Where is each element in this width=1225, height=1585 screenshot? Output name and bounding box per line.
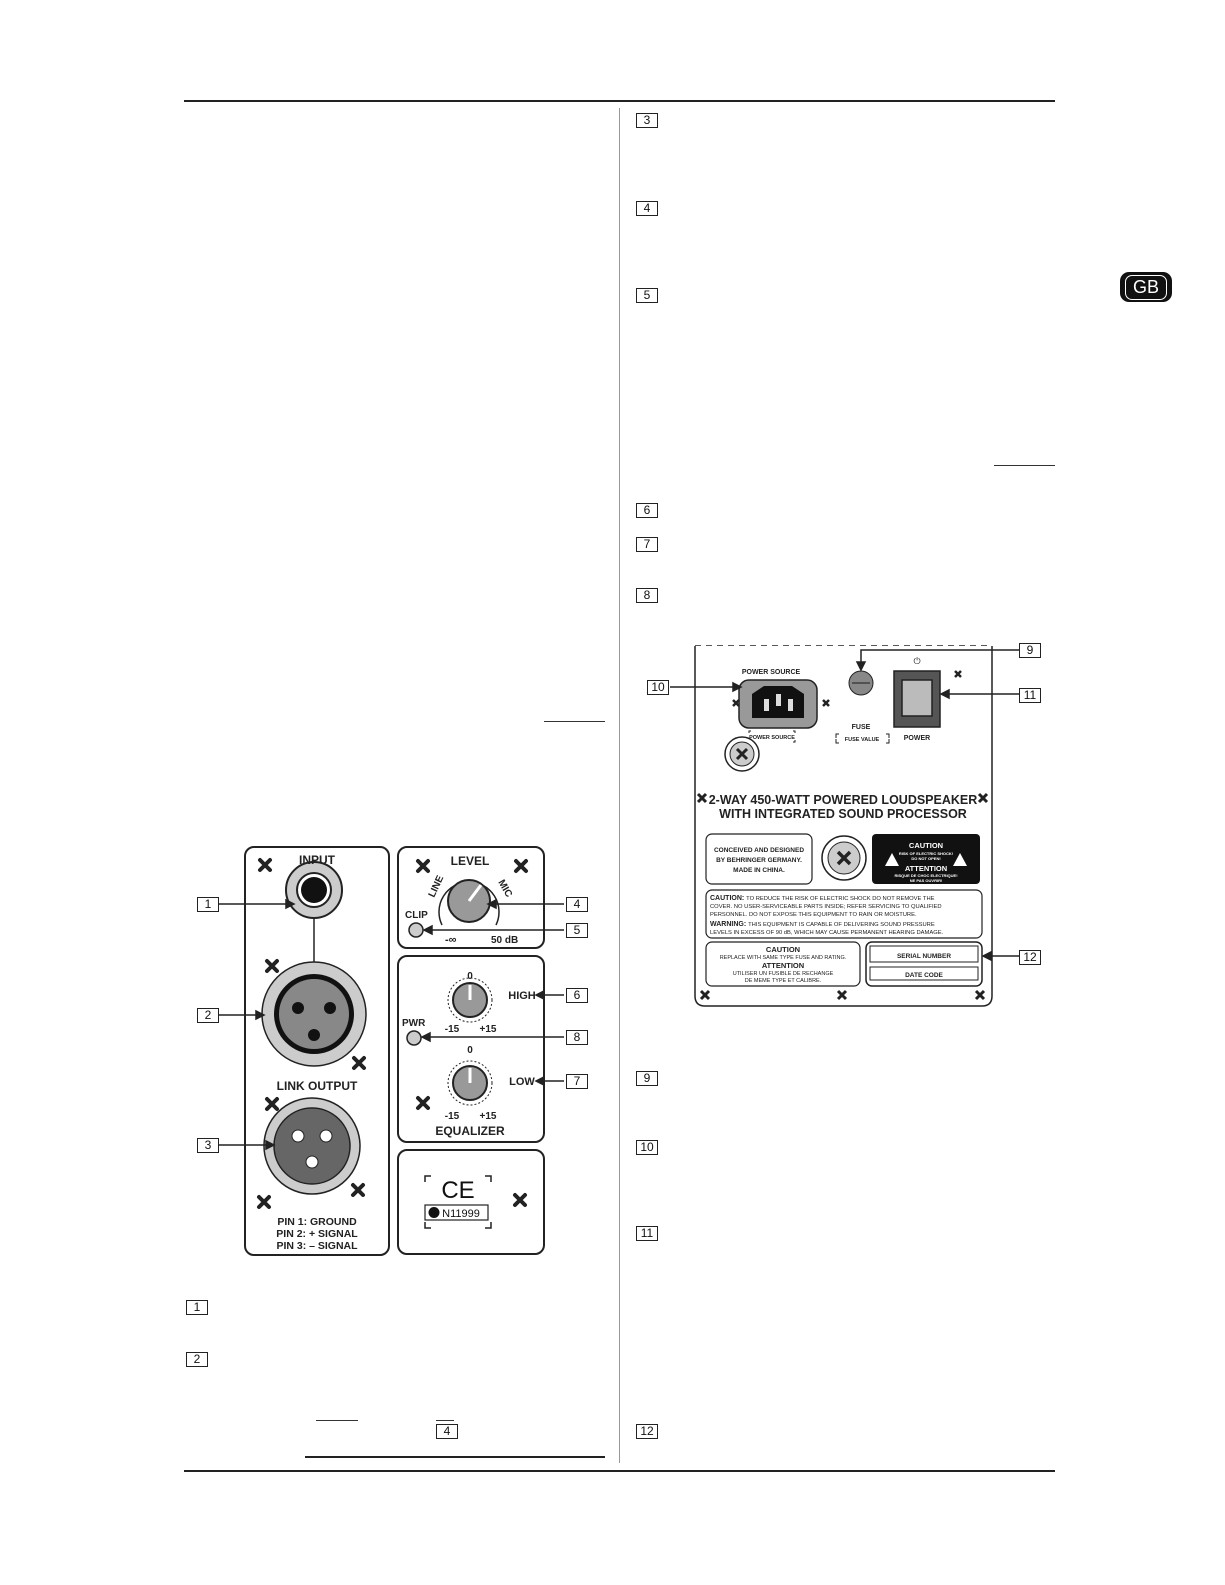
callout-7: 7 xyxy=(566,1074,588,1089)
high-zero-label: 0 xyxy=(467,971,473,982)
language-badge: GB xyxy=(1120,272,1172,302)
equalizer-title: EQUALIZER xyxy=(435,1124,505,1138)
fuse-attention-title: ATTENTION xyxy=(762,961,804,970)
jack-input-icon xyxy=(285,861,343,919)
low-zero-label: 0 xyxy=(467,1045,473,1056)
pwr-led-icon xyxy=(406,1030,422,1046)
serial-number-label: SERIAL NUMBER xyxy=(897,953,951,960)
ref-box-4: 4 xyxy=(636,201,658,216)
underline-mark xyxy=(544,721,605,722)
input-label: INPUT xyxy=(299,853,336,867)
conceived-line1: CONCEIVED AND DESIGNED xyxy=(714,847,804,854)
ref-box-6: 6 xyxy=(636,503,658,518)
callout-3: 3 xyxy=(197,1138,219,1153)
callout-4: 4 xyxy=(566,897,588,912)
ref-box-1: 1 xyxy=(186,1300,208,1315)
high-plus-label: +15 xyxy=(480,1024,497,1035)
fuse-caution-title: CAUTION xyxy=(766,945,800,954)
bottom-rule xyxy=(184,1470,1055,1472)
warning-triangle-icon xyxy=(953,853,967,866)
ref-box-9: 9 xyxy=(636,1071,658,1086)
clip-led-icon xyxy=(408,922,424,938)
attention-label-title: ATTENTION xyxy=(905,864,947,873)
fuse-attention-text1: UTILISER UN FUSIBLE DE RECHANGE xyxy=(733,971,834,977)
low-minus-label: -15 xyxy=(445,1111,460,1122)
ce-mark-icon: CE xyxy=(441,1177,474,1204)
ref-box-7: 7 xyxy=(636,537,658,552)
headline-line2: WITH INTEGRATED SOUND PROCESSOR xyxy=(719,807,967,821)
link-output-label: LINK OUTPUT xyxy=(277,1079,358,1093)
rear-panel-figure: POWER SOURCE POWER SOURCE FUSE FUSE VALU… xyxy=(670,645,1024,1007)
caution-label-line2: DO NOT OPEN! xyxy=(911,856,940,861)
low-plus-label: +15 xyxy=(480,1111,497,1122)
svg-text:CAUTION: TO REDUCE THE RISK OF: CAUTION: TO REDUCE THE RISK OF ELECTRIC … xyxy=(710,895,935,902)
fuse-label: FUSE xyxy=(852,724,871,731)
pin2-label: PIN 2: + SIGNAL xyxy=(276,1228,358,1240)
warning-triangle-icon xyxy=(885,853,899,866)
underline-mark xyxy=(994,465,1055,466)
warning-text1: THIS EQUIPMENT IS CAPABLE OF DELIVERING … xyxy=(748,922,935,928)
language-badge-label: GB xyxy=(1124,274,1167,300)
caution-text1: TO REDUCE THE RISK OF ELECTRIC SHOCK DO … xyxy=(746,896,934,902)
level-min-label: -∞ xyxy=(445,934,457,946)
ref-box-10: 10 xyxy=(636,1140,658,1155)
column-divider xyxy=(619,108,620,1463)
svg-text:WARNING: THIS EQUIPMENT IS CAP: WARNING: THIS EQUIPMENT IS CAPABLE OF DE… xyxy=(710,921,935,928)
ref-box-3: 3 xyxy=(636,113,658,128)
fuse-value-label: FUSE VALUE xyxy=(845,737,880,743)
attention-label-line1: RISQUE DE CHOC ELECTRIQUE! xyxy=(894,873,957,878)
fuse-attention-text2: DE MEME TYPE ET CALIBRE. xyxy=(745,978,822,984)
callout-5: 5 xyxy=(566,923,588,938)
inline-ref-box-4: 4 xyxy=(436,1424,458,1439)
pin3-label: PIN 3: – SIGNAL xyxy=(276,1240,358,1252)
clip-label: CLIP xyxy=(405,910,428,921)
ref-box-11: 11 xyxy=(636,1226,658,1241)
power-symbol-icon: ⏻ xyxy=(913,656,920,666)
caution-text2: COVER. NO USER-SERVICEABLE PARTS INSIDE;… xyxy=(710,904,942,910)
attention-label-line2: NE PAS OUVRIR! xyxy=(910,878,943,883)
callout-2: 2 xyxy=(197,1008,219,1023)
power-source-box-label: POWER SOURCE xyxy=(749,735,795,741)
low-label: LOW xyxy=(509,1076,535,1088)
ref-box-5: 5 xyxy=(636,288,658,303)
level-max-label: 50 dB xyxy=(491,935,518,946)
warning-text2: LEVELS IN EXCESS OF 90 dB, WHICH MAY CAU… xyxy=(710,930,944,936)
input-panel-figure: INPUT LINK OUTPUT PIN 1: GROUND PIN 2: +… xyxy=(218,846,564,1256)
footnote-rule xyxy=(305,1456,605,1458)
headline-line1: 2-WAY 450-WATT POWERED LOUDSPEAKER xyxy=(709,793,978,807)
power-source-label: POWER SOURCE xyxy=(742,669,801,676)
callout-12: 12 xyxy=(1019,950,1041,965)
screw-icons xyxy=(257,858,528,1209)
ref-box-2: 2 xyxy=(186,1352,208,1367)
conceived-line3: MADE IN CHINA. xyxy=(733,867,785,874)
ref-box-8: 8 xyxy=(636,588,658,603)
callout-9: 9 xyxy=(1019,643,1041,658)
underline-mark xyxy=(316,1420,358,1421)
pwr-label: PWR xyxy=(402,1018,426,1029)
caution-label-line1: RISK OF ELECTRIC SHOCK! xyxy=(899,851,953,856)
pin1-label: PIN 1: GROUND xyxy=(277,1216,357,1228)
caution-label-title: CAUTION xyxy=(909,841,943,850)
fuse-caution-text: REPLACE WITH SAME TYPE FUSE AND RATING. xyxy=(720,955,847,961)
xlr-input-icon xyxy=(261,961,367,1067)
callout-10: 10 xyxy=(647,680,669,695)
callout-6: 6 xyxy=(566,988,588,1003)
underline-mark xyxy=(436,1420,454,1421)
high-minus-label: -15 xyxy=(445,1024,460,1035)
ref-box-12: 12 xyxy=(636,1424,658,1439)
callout-1: 1 xyxy=(197,897,219,912)
high-label: HIGH xyxy=(508,990,536,1002)
caution-word: CAUTION: xyxy=(710,895,744,902)
xlr-link-output-icon xyxy=(263,1097,361,1195)
level-title: LEVEL xyxy=(451,854,490,868)
top-rule xyxy=(184,100,1055,102)
caution-text3: PERSONNEL. DO NOT EXPOSE THIS EQUIPMENT … xyxy=(710,912,917,918)
date-code-label: DATE CODE xyxy=(905,972,943,979)
callout-11: 11 xyxy=(1019,688,1041,703)
callout-8: 8 xyxy=(566,1030,588,1045)
power-label: POWER xyxy=(904,735,930,742)
cert-number: N11999 xyxy=(442,1208,480,1220)
conceived-line2: BY BEHRINGER GERMANY. xyxy=(716,857,802,864)
warning-word: WARNING: xyxy=(710,921,746,928)
